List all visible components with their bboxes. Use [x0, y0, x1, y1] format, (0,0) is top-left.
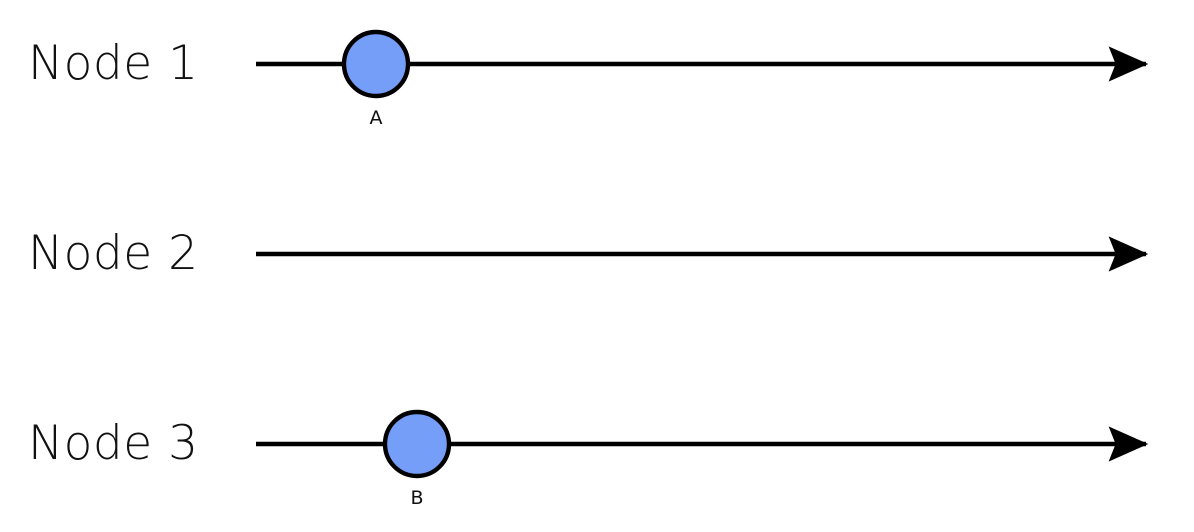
timeline-axis-2 [256, 236, 1149, 272]
timeline-row-node-3: Node 3 B [0, 384, 1194, 508]
timeline-axis-1 [256, 29, 1149, 99]
node-label-3: Node 3 [28, 416, 199, 471]
event-label-a: A [369, 107, 383, 129]
timeline-axis-3 [256, 409, 1149, 479]
node-label-2: Node 2 [28, 226, 199, 281]
event-label-b: B [410, 487, 424, 509]
timeline-row-node-2: Node 2 [0, 194, 1194, 314]
event-marker-b[interactable] [382, 409, 452, 479]
timeline-row-node-1: Node 1 A [0, 4, 1194, 128]
node-label-1: Node 1 [28, 36, 199, 91]
event-marker-a[interactable] [341, 29, 411, 99]
